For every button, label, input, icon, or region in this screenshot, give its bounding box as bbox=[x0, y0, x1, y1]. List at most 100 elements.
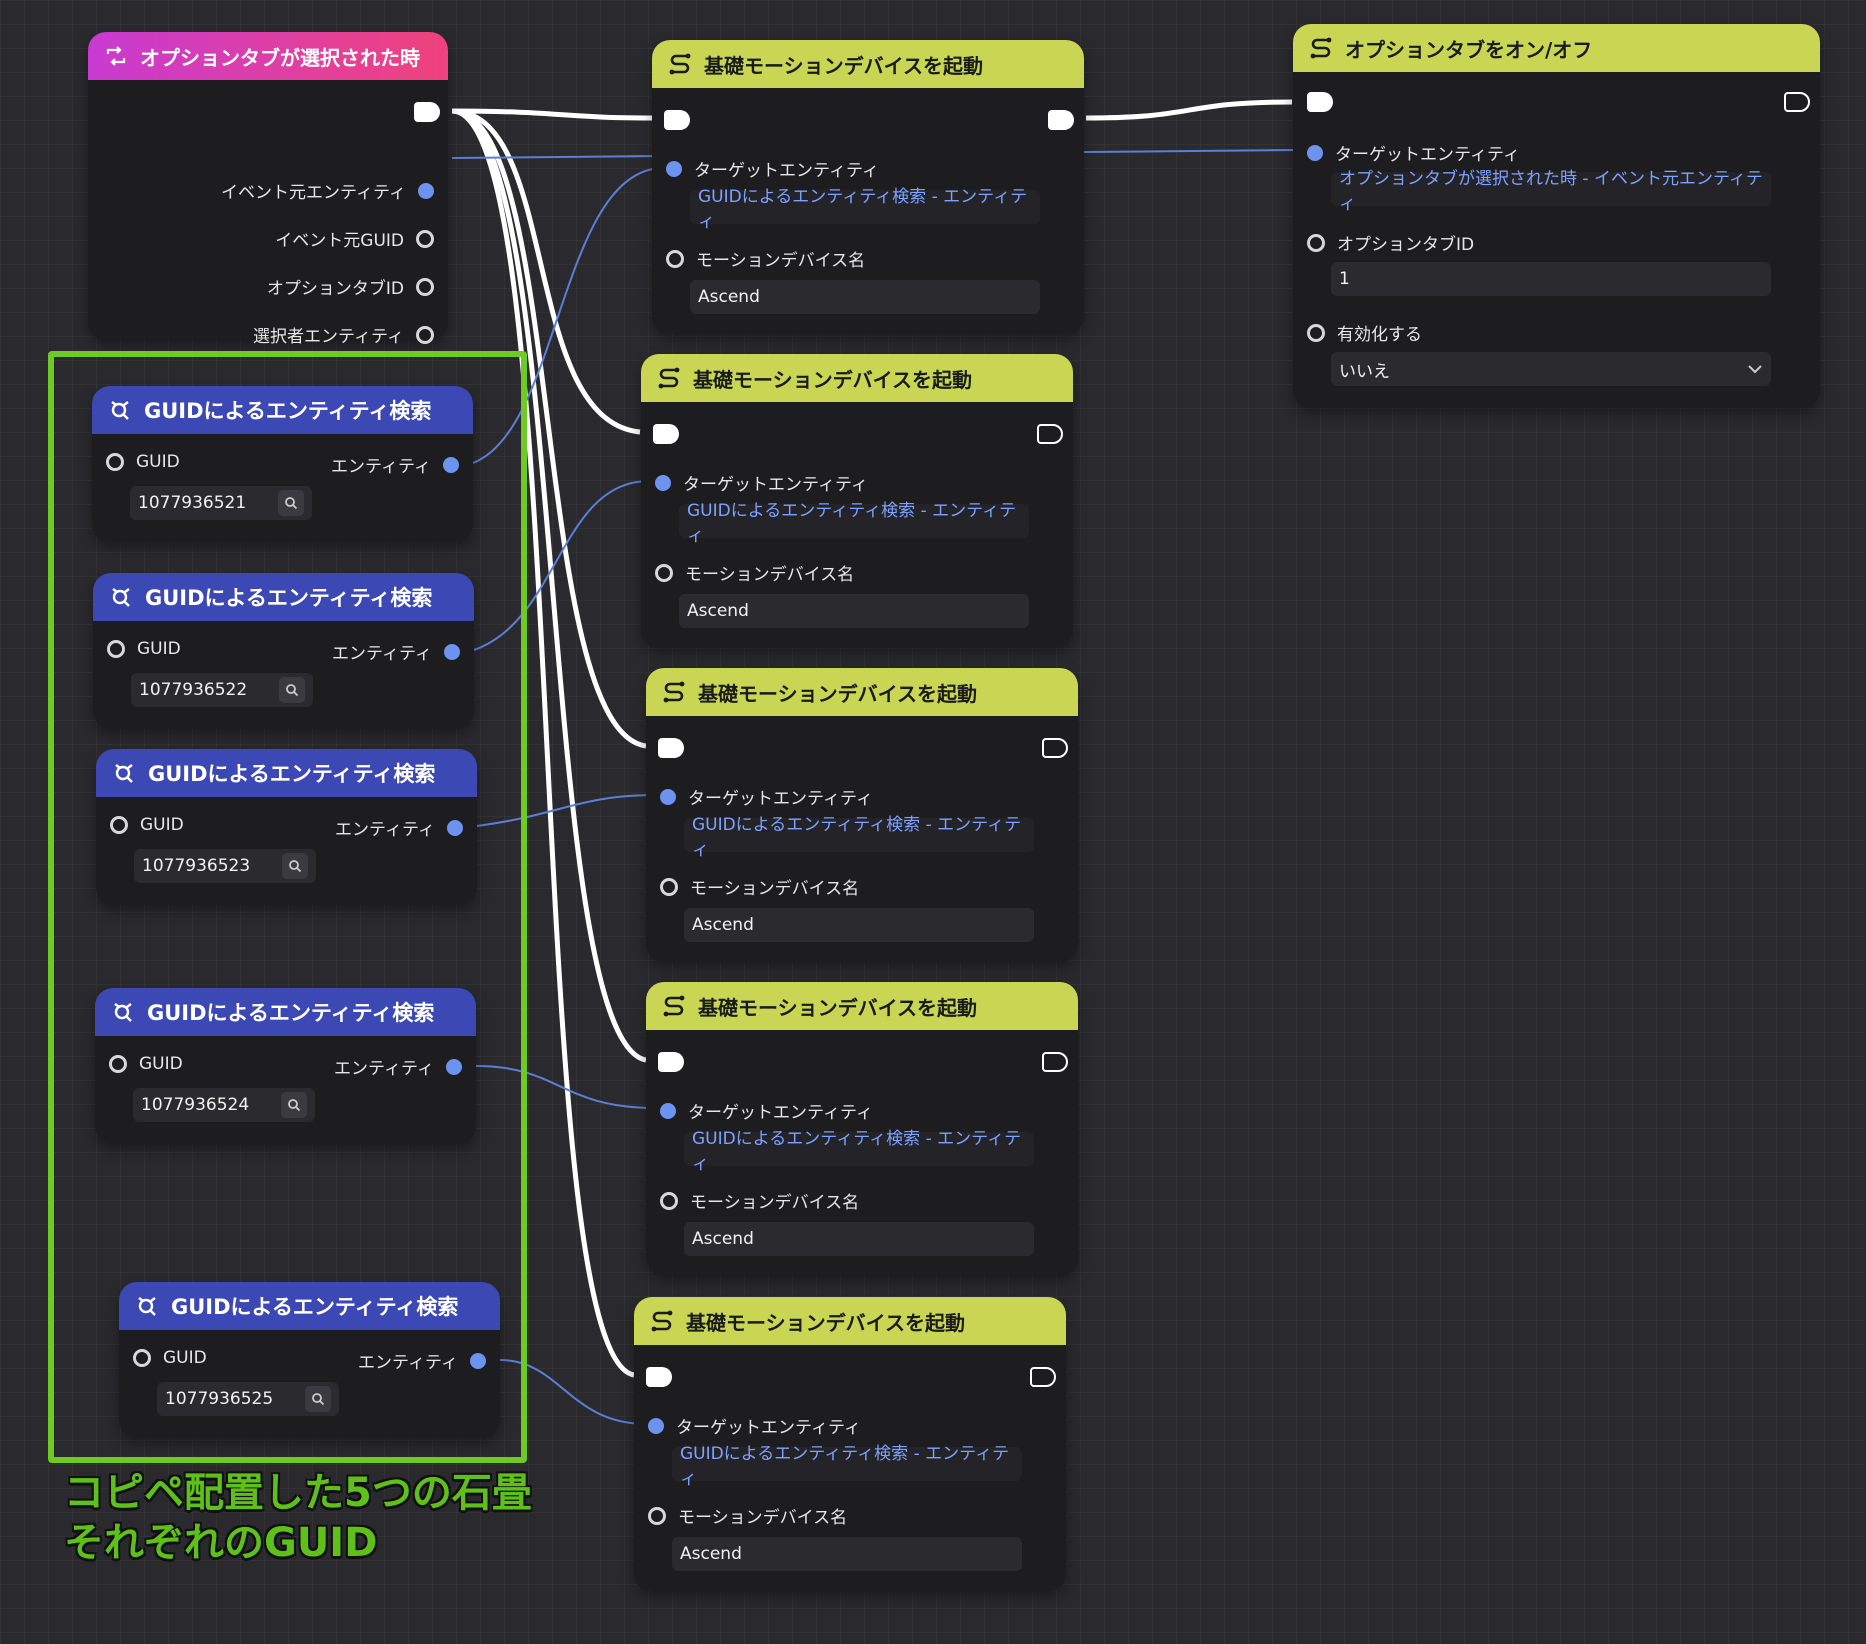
data-pin[interactable] bbox=[416, 277, 434, 296]
search-icon[interactable] bbox=[279, 677, 305, 703]
query-node-header[interactable]: GUIDによるエンティティ検索 bbox=[96, 749, 477, 797]
guid-field[interactable]: 1077936525 bbox=[157, 1382, 339, 1416]
toggle-node-header[interactable]: オプションタブをオン/オフ bbox=[1293, 24, 1820, 72]
exec-out-pin[interactable] bbox=[1042, 738, 1068, 758]
data-pin[interactable] bbox=[655, 474, 671, 491]
guid-input-row[interactable]: GUID bbox=[110, 815, 184, 835]
device-name-row[interactable]: モーションデバイス名 bbox=[655, 560, 854, 585]
device-name-row[interactable]: モーションデバイス名 bbox=[648, 1503, 847, 1528]
motion-node-header[interactable]: 基礎モーションデバイスを起動 bbox=[641, 354, 1073, 402]
target-entity-row[interactable]: ターゲットエンティティ bbox=[660, 1098, 873, 1123]
data-pin[interactable] bbox=[443, 456, 459, 473]
motion-node-header[interactable]: 基礎モーションデバイスを起動 bbox=[646, 668, 1078, 716]
exec-in-pin[interactable] bbox=[646, 1367, 672, 1387]
entity-output-row[interactable]: エンティティ bbox=[334, 1054, 462, 1079]
data-pin[interactable] bbox=[109, 1055, 127, 1073]
data-pin[interactable] bbox=[107, 640, 125, 658]
data-pin[interactable] bbox=[1307, 323, 1325, 342]
guid-field[interactable]: 1077936522 bbox=[131, 673, 313, 707]
data-pin[interactable] bbox=[418, 182, 434, 199]
device-name-field[interactable]: Ascend bbox=[672, 1537, 1022, 1571]
motion-node-header[interactable]: 基礎モーションデバイスを起動 bbox=[652, 40, 1084, 88]
guid-input-row[interactable]: GUID bbox=[106, 452, 180, 472]
search-icon[interactable] bbox=[278, 490, 304, 516]
motion-device-node[interactable]: 基礎モーションデバイスを起動 ターゲットエンティティ GUIDによるエンティティ… bbox=[641, 354, 1073, 648]
target-entity-field[interactable]: GUIDによるエンティティ検索 - エンティティ bbox=[690, 187, 1040, 232]
toggle-option-tab-node[interactable]: オプションタブをオン/オフ ターゲットエンティティ オプションタブが選択された時… bbox=[1293, 24, 1820, 408]
enable-row[interactable]: 有効化する bbox=[1307, 320, 1422, 345]
device-name-field[interactable]: Ascend bbox=[684, 1222, 1034, 1256]
guid-field[interactable]: 1077936524 bbox=[133, 1088, 315, 1122]
target-entity-field[interactable]: オプションタブが選択された時 - イベント元エンティティ bbox=[1331, 169, 1771, 214]
data-pin[interactable] bbox=[648, 1417, 664, 1434]
target-entity-row[interactable]: ターゲットエンティティ bbox=[1307, 140, 1520, 165]
data-pin[interactable] bbox=[660, 1191, 678, 1210]
target-entity-row[interactable]: ターゲットエンティティ bbox=[655, 470, 868, 495]
exec-out-pin[interactable] bbox=[1048, 110, 1074, 130]
exec-in-pin[interactable] bbox=[653, 424, 679, 444]
exec-out-pin[interactable] bbox=[414, 102, 440, 122]
data-pin[interactable] bbox=[666, 160, 682, 177]
guid-input-row[interactable]: GUID bbox=[133, 1348, 207, 1368]
exec-out-pin[interactable] bbox=[1042, 1052, 1068, 1072]
query-node[interactable]: GUIDによるエンティティ検索 GUID エンティティ 1077936524 bbox=[95, 988, 476, 1144]
data-pin[interactable] bbox=[447, 819, 463, 836]
target-entity-row[interactable]: ターゲットエンティティ bbox=[648, 1413, 861, 1438]
device-name-field[interactable]: Ascend bbox=[684, 908, 1034, 942]
device-name-row[interactable]: モーションデバイス名 bbox=[660, 1188, 859, 1213]
guid-input-row[interactable]: GUID bbox=[109, 1054, 183, 1074]
motion-device-node[interactable]: 基礎モーションデバイスを起動 ターゲットエンティティ GUIDによるエンティティ… bbox=[646, 982, 1078, 1276]
query-node[interactable]: GUIDによるエンティティ検索 GUID エンティティ 1077936525 bbox=[119, 1282, 500, 1438]
entity-output-row[interactable]: エンティティ bbox=[335, 815, 463, 840]
guid-input-row[interactable]: GUID bbox=[107, 639, 181, 659]
motion-node-header[interactable]: 基礎モーションデバイスを起動 bbox=[646, 982, 1078, 1030]
data-pin[interactable] bbox=[655, 563, 673, 582]
output-selector-entity[interactable]: 選択者エンティティ bbox=[253, 322, 434, 347]
exec-out-pin[interactable] bbox=[1784, 92, 1810, 112]
search-icon[interactable] bbox=[305, 1386, 331, 1412]
exec-in-pin[interactable] bbox=[664, 110, 690, 130]
entity-output-row[interactable]: エンティティ bbox=[332, 639, 460, 664]
exec-in-pin[interactable] bbox=[1307, 92, 1333, 112]
data-pin[interactable] bbox=[660, 788, 676, 805]
target-entity-field[interactable]: GUIDによるエンティティ検索 - エンティティ bbox=[679, 501, 1029, 546]
data-pin[interactable] bbox=[1307, 233, 1325, 252]
data-pin[interactable] bbox=[444, 643, 460, 660]
exec-in-pin[interactable] bbox=[658, 1052, 684, 1072]
search-icon[interactable] bbox=[282, 853, 308, 879]
target-entity-row[interactable]: ターゲットエンティティ bbox=[660, 784, 873, 809]
data-pin[interactable] bbox=[1307, 144, 1323, 161]
data-pin[interactable] bbox=[416, 229, 434, 248]
motion-device-node[interactable]: 基礎モーションデバイスを起動 ターゲットエンティティ GUIDによるエンティティ… bbox=[634, 1297, 1066, 1591]
target-entity-field[interactable]: GUIDによるエンティティ検索 - エンティティ bbox=[684, 1129, 1034, 1174]
data-pin[interactable] bbox=[648, 1506, 666, 1525]
device-name-field[interactable]: Ascend bbox=[679, 594, 1029, 628]
entity-output-row[interactable]: エンティティ bbox=[358, 1348, 486, 1373]
data-pin[interactable] bbox=[416, 325, 434, 344]
exec-out-pin[interactable] bbox=[1037, 424, 1063, 444]
entity-output-row[interactable]: エンティティ bbox=[331, 452, 459, 477]
device-name-field[interactable]: Ascend bbox=[690, 280, 1040, 314]
guid-field[interactable]: 1077936521 bbox=[130, 486, 312, 520]
enable-dropdown[interactable]: いいえ bbox=[1331, 352, 1771, 386]
query-node-header[interactable]: GUIDによるエンティティ検索 bbox=[95, 988, 476, 1036]
device-name-row[interactable]: モーションデバイス名 bbox=[660, 874, 859, 899]
motion-node-header[interactable]: 基礎モーションデバイスを起動 bbox=[634, 1297, 1066, 1345]
motion-device-node[interactable]: 基礎モーションデバイスを起動 ターゲットエンティティ GUIDによるエンティティ… bbox=[646, 668, 1078, 962]
target-entity-field[interactable]: GUIDによるエンティティ検索 - エンティティ bbox=[684, 815, 1034, 860]
query-node-header[interactable]: GUIDによるエンティティ検索 bbox=[119, 1282, 500, 1330]
output-option-tab-id[interactable]: オプションタブID bbox=[267, 274, 434, 299]
tab-id-row[interactable]: オプションタブID bbox=[1307, 230, 1474, 255]
event-node-header[interactable]: オプションタブが選択された時 bbox=[88, 32, 448, 80]
data-pin[interactable] bbox=[110, 816, 128, 834]
data-pin[interactable] bbox=[660, 1102, 676, 1119]
query-node[interactable]: GUIDによるエンティティ検索 GUID エンティティ 1077936522 bbox=[93, 573, 474, 729]
data-pin[interactable] bbox=[666, 249, 684, 268]
target-entity-field[interactable]: GUIDによるエンティティ検索 - エンティティ bbox=[672, 1444, 1022, 1489]
motion-device-node[interactable]: 基礎モーションデバイスを起動 ターゲットエンティティ GUIDによるエンティティ… bbox=[652, 40, 1084, 334]
event-node-option-tab-selected[interactable]: オプションタブが選択された時 イベント元エンティティ イベント元GUID オプシ… bbox=[88, 32, 448, 347]
target-entity-row[interactable]: ターゲットエンティティ bbox=[666, 156, 879, 181]
search-icon[interactable] bbox=[281, 1092, 307, 1118]
exec-out-pin[interactable] bbox=[1030, 1367, 1056, 1387]
data-pin[interactable] bbox=[470, 1352, 486, 1369]
